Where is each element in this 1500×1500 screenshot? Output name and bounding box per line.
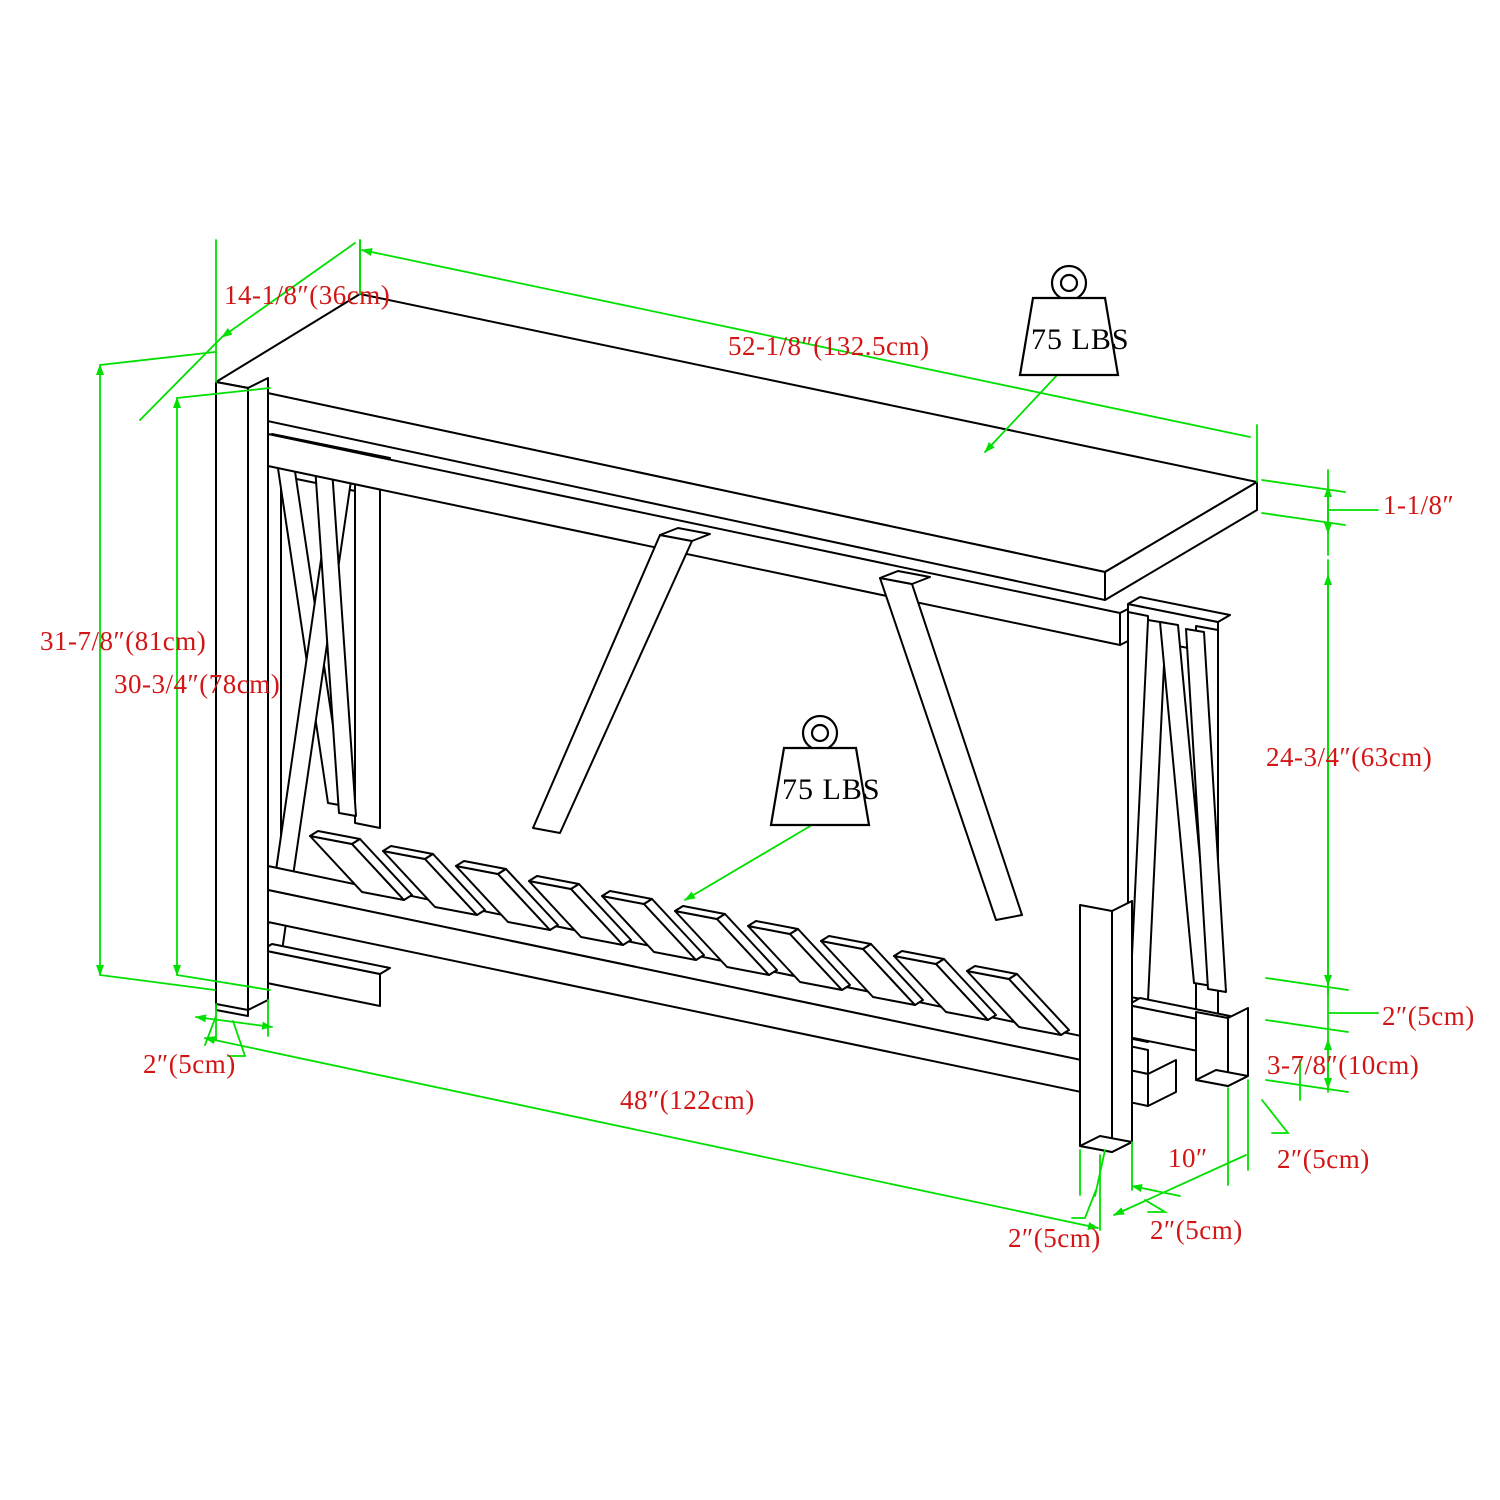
dim-label-top-thickness: 1-1/8″ — [1383, 490, 1455, 520]
dim-label-leg-height: 30-3/4″(78cm) — [114, 669, 281, 699]
dim-label-depth-top: 14-1/8″(36cm) — [224, 280, 391, 310]
weight-badge-shelf — [769, 714, 871, 827]
weight-badge-top — [1018, 264, 1120, 377]
table-top — [215, 293, 1258, 601]
dim-line-base-width — [204, 1036, 1099, 1230]
leader-shelf-weight — [684, 824, 813, 901]
leader-leg-depth — [1261, 1099, 1290, 1134]
dim-label-overall-height: 31-7/8″(81cm) — [40, 626, 207, 656]
right-front-leg — [1079, 900, 1133, 1153]
ext-overall-top — [99, 351, 216, 366]
leader-top-weight — [984, 371, 1061, 453]
dim-label-base-width: 48″(122cm) — [620, 1085, 755, 1115]
dim-label-shelf-offset: 3-7/8″(10cm) — [1267, 1050, 1420, 1080]
dim-line-width-upper — [361, 248, 1251, 438]
ext-thickness-lower — [1261, 512, 1346, 526]
dim-label-width-top: 52-1/8″(132.5cm) — [728, 331, 930, 361]
dim-line-leg-side — [1131, 1184, 1181, 1197]
dim-label-base-depth: 10″ — [1168, 1143, 1208, 1173]
ext-line-depth-left — [139, 336, 223, 421]
leader-leg-front — [1071, 1189, 1097, 1219]
dim-label-clearance-height: 24-3/4″(63cm) — [1266, 742, 1433, 772]
ext-apron-lower — [1265, 1019, 1349, 1033]
ext-leg-top — [176, 387, 271, 399]
dim-line-depth — [221, 242, 356, 338]
dim-label-apron-width: 2″(5cm) — [1382, 1001, 1475, 1031]
right-back-leg — [1195, 1007, 1249, 1087]
dim-label-leg-side-right: 2″(5cm) — [1150, 1215, 1243, 1245]
ext-leg-bottom — [176, 974, 271, 991]
ext-shelfoff-lower — [1265, 1079, 1349, 1093]
center-a-brace — [532, 527, 1023, 921]
dim-label-leg-depth-right: 2″(5cm) — [1277, 1144, 1370, 1174]
left-front-leg — [215, 377, 269, 1011]
leader-leg-side — [1144, 1199, 1169, 1213]
dim-label-leg-width-left: 2″(5cm) — [143, 1049, 236, 1079]
weight-label-shelf: 75 LBS — [782, 773, 881, 806]
ext-thickness-upper — [1261, 479, 1346, 493]
dim-label-leg-front-right: 2″(5cm) — [1008, 1223, 1101, 1253]
right-side-panel — [1127, 596, 1231, 1056]
dimension-lines — [96, 239, 1379, 1231]
console-table-body — [215, 293, 1258, 1153]
shelf-slats — [309, 830, 1070, 1036]
dim-line-base-depth — [1113, 1154, 1247, 1216]
weight-capacity-badges — [769, 264, 1120, 827]
ext-apron-upper — [1265, 977, 1349, 991]
weight-label-top: 75 LBS — [1031, 323, 1130, 356]
ext-overall-bottom — [99, 974, 216, 991]
